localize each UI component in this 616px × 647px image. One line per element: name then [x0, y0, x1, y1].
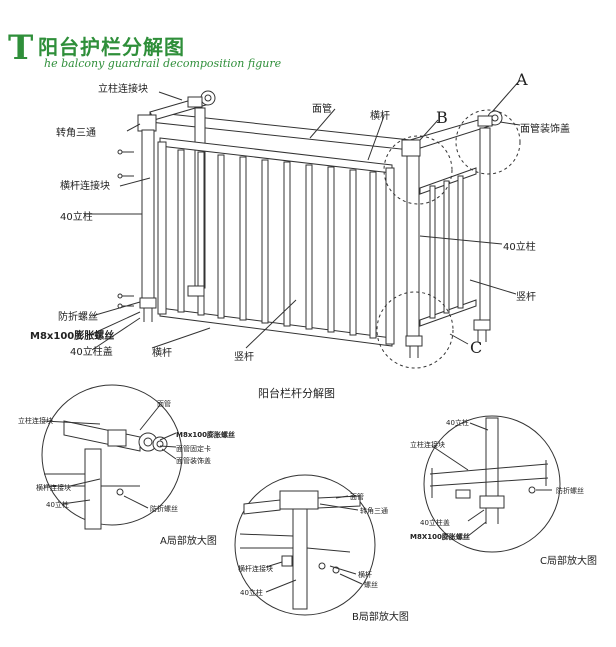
label-post-40-right: 40立柱 — [503, 242, 536, 253]
detail-b-corner-tee: 转角三通 — [360, 507, 388, 515]
title-chinese: 阳台护栏分解图 — [38, 35, 185, 59]
letter-b: B — [436, 108, 448, 127]
detail-circle-a — [455, 109, 521, 175]
detail-a-tube-clip: 面管固定卡 — [176, 445, 211, 453]
label-top-tube-cover: 面管装饰盖 — [520, 124, 570, 135]
detail-c-column-connector: 立柱连接块 — [410, 441, 445, 449]
label-upright-right: 竖杆 — [516, 292, 536, 303]
label-column-connector: 立柱连接块 — [98, 84, 148, 95]
title-english: he balcony guardrail decomposition figur… — [44, 57, 282, 70]
letter-a: A — [516, 70, 528, 89]
detail-c-anti-fold-screw: 防折螺丝 — [556, 487, 584, 495]
detail-b-caption: B局部放大图 — [352, 612, 409, 623]
label-upright-bottom: 竖杆 — [234, 352, 254, 363]
corner-tee — [137, 114, 157, 132]
detail-c-post-40: 40立柱 — [446, 419, 469, 427]
detail-c-post-cap: 40立柱盖 — [420, 519, 450, 527]
detail-circle-c — [376, 291, 454, 369]
detail-b-top-tube: 面管 — [350, 493, 364, 501]
title-initial: T — [8, 28, 34, 68]
caption-main: 阳台栏杆分解图 — [258, 387, 335, 400]
label-top-tube: 面管 — [312, 104, 332, 115]
detail-c-caption: C局部放大图 — [540, 556, 597, 567]
detail-a-cover: 面管装饰盖 — [176, 457, 211, 465]
label-crossbar-top: 横杆 — [370, 111, 390, 122]
detail-c-expansion-screw: M8X100膨胀螺丝 — [410, 533, 470, 541]
detail-b-post-40: 40立柱 — [240, 589, 263, 597]
detail-a-expansion-screw: M8x100膨胀螺丝 — [176, 431, 235, 439]
detail-b-crossbar-connector: 横杆连接块 — [238, 565, 273, 573]
main-exploded-view — [84, 79, 521, 369]
left-end-cap — [200, 90, 216, 106]
detail-b-view — [234, 474, 376, 616]
label-expansion-screw: M8x100膨胀螺丝 — [30, 331, 115, 342]
detail-b-screw: 螺丝 — [364, 581, 378, 589]
label-anti-fold-screw: 防折螺丝 — [58, 312, 98, 323]
detail-a-top-tube: 面管 — [157, 400, 171, 408]
main-panel-uprights — [177, 149, 377, 339]
label-post-cap: 40立柱盖 — [70, 347, 113, 358]
detail-c-view — [423, 415, 561, 553]
label-crossbar-connector: 横杆连接块 — [60, 181, 110, 192]
left-post — [141, 129, 155, 301]
label-crossbar-bottom: 横杆 — [152, 348, 172, 359]
label-post-40-left: 40立柱 — [60, 212, 93, 223]
detail-b-crossbar: 横杆 — [358, 571, 372, 579]
detail-a-view — [41, 384, 183, 530]
label-corner-tee: 转角三通 — [56, 128, 96, 139]
detail-a-post-40: 40立柱 — [46, 501, 69, 509]
letter-c: C — [470, 338, 483, 357]
detail-a-caption: A局部放大图 — [160, 536, 217, 547]
right-post — [406, 155, 420, 337]
detail-a-column-connector: 立柱连接块 — [18, 417, 53, 425]
detail-a-crossbar-connector: 横杆连接块 — [36, 484, 71, 492]
detail-a-anti-fold-screw: 防折螺丝 — [150, 505, 178, 513]
detail-circle-b — [383, 135, 453, 205]
